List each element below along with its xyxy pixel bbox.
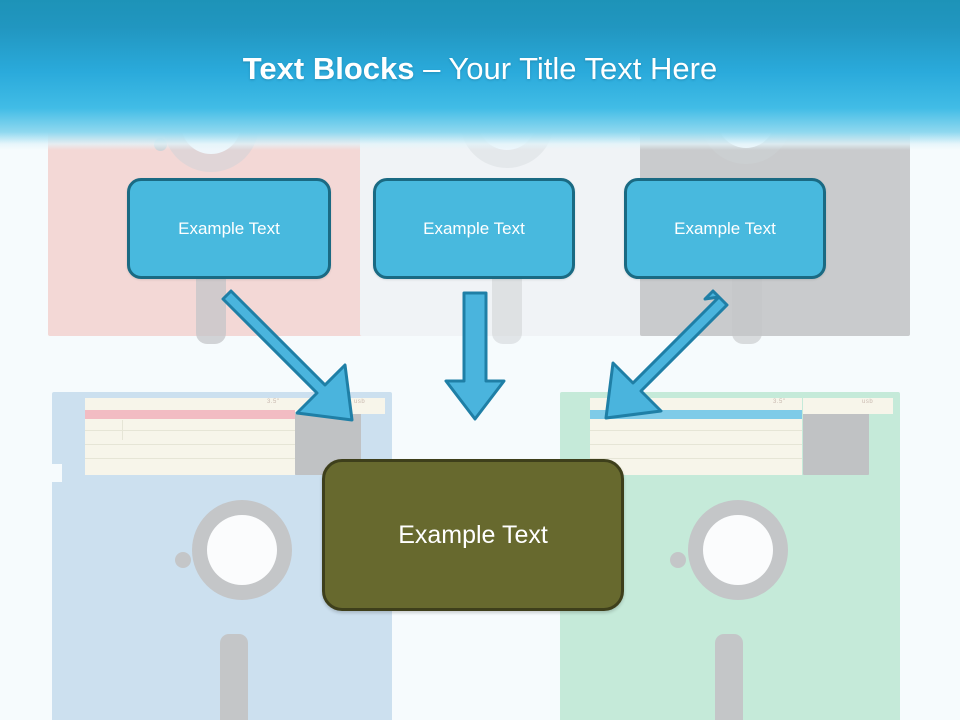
floppy-bottom-right: 3.5" usb	[560, 392, 900, 720]
floppy-write-protect-tab	[803, 398, 893, 414]
floppy-label-line	[122, 420, 123, 440]
page-title-light: Your Title Text Here	[448, 51, 718, 86]
text-block-2-label: Example Text	[423, 218, 525, 238]
arrow-right-down-left-icon	[604, 289, 729, 420]
floppy-index-hole	[175, 552, 191, 568]
page-title-strong: Text Blocks	[242, 51, 415, 86]
header-band	[0, 0, 960, 150]
floppy-index-hole	[670, 552, 686, 568]
main-text-block[interactable]: Example Text	[322, 459, 624, 611]
floppy-label-line	[85, 458, 295, 459]
floppy-label-line	[85, 430, 295, 431]
floppy-slot	[715, 634, 743, 720]
floppy-hub	[703, 515, 773, 585]
floppy-label-line	[590, 458, 802, 459]
text-block-3-label: Example Text	[674, 218, 776, 238]
floppy-label-text: 3.5"	[773, 399, 786, 405]
floppy-label-text: usb	[862, 399, 874, 405]
page-title: Text Blocks – Your Title Text Here	[0, 52, 960, 86]
text-block-3[interactable]: Example Text	[624, 178, 826, 279]
floppy-label-stripe	[590, 410, 802, 419]
floppy-label-line	[590, 430, 802, 431]
floppy-shutter	[803, 410, 869, 475]
page-title-separator: –	[414, 51, 449, 86]
floppy-label-text: usb	[354, 399, 366, 405]
floppy-label-line	[85, 444, 295, 445]
floppy-slot	[220, 634, 248, 720]
arrow-center-down-icon	[444, 291, 506, 421]
floppy-hub	[207, 515, 277, 585]
text-block-2[interactable]: Example Text	[373, 178, 575, 279]
floppy-write-notch	[50, 464, 62, 482]
floppy-label-stripe	[85, 410, 295, 419]
main-text-block-label: Example Text	[398, 520, 548, 549]
text-block-1-label: Example Text	[178, 218, 280, 238]
floppy-label-line	[590, 444, 802, 445]
floppy-label-text: 3.5"	[267, 399, 280, 405]
arrow-left-down-right-icon	[221, 289, 354, 422]
text-block-1[interactable]: Example Text	[127, 178, 331, 279]
